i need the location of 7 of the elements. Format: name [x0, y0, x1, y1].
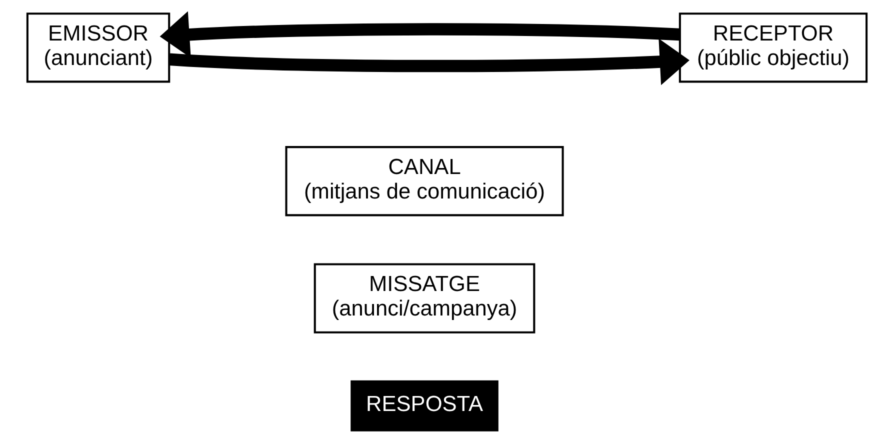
node-box: RESPOSTA [350, 380, 498, 432]
node-box: EMISSOR (anunciant) [26, 12, 170, 83]
node-box: CANAL (mitjans de comunicació) [284, 146, 564, 216]
node-box: MISSATGE (anunci/campanya) [313, 263, 535, 334]
arrow [168, 38, 689, 86]
arrow [159, 11, 680, 58]
node-box: RECEPTOR (públic objectiu) [678, 12, 868, 83]
